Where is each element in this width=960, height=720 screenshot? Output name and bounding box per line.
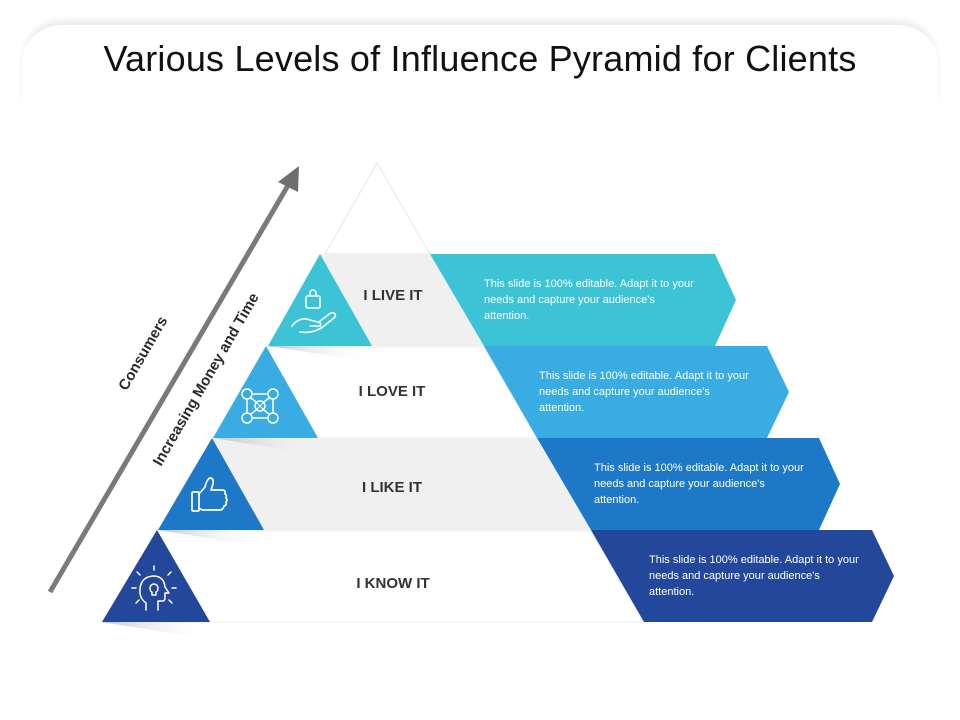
icon-triangle-love	[213, 346, 318, 438]
head-idea-icon	[131, 565, 177, 611]
hand-holding-bag-icon	[291, 289, 337, 334]
desc-arrow-love	[484, 346, 789, 438]
shadow-like	[158, 530, 264, 547]
page-title: Various Levels of Influence Pyramid for …	[103, 38, 857, 79]
level-label-love: I LOVE IT	[358, 383, 426, 400]
pyramid-band-like	[158, 439, 591, 530]
shadow-love	[213, 438, 318, 455]
desc-arrow-live	[430, 254, 736, 346]
level-label-like: I LIKE IT	[362, 479, 422, 496]
level-description-like: This slide is 100% editable. Adapt it to…	[594, 462, 804, 506]
increase-arrow-head	[278, 166, 299, 192]
pyramid-apex	[324, 161, 431, 255]
level-label-know: I KNOW IT	[356, 575, 430, 592]
level-description-know: This slide is 100% editable. Adapt it to…	[649, 554, 859, 598]
icon-triangle-like	[158, 438, 264, 530]
desc-arrow-know	[591, 530, 894, 622]
network-nodes-icon	[241, 388, 279, 424]
title-band	[22, 22, 938, 105]
level-label-live: I LIVE IT	[363, 287, 423, 304]
shadow-live	[268, 346, 372, 362]
desc-arrow-like	[537, 438, 840, 530]
increase-arrow-shaft	[47, 180, 293, 594]
level-description-live: This slide is 100% editable. Adapt it to…	[484, 278, 694, 322]
shadow-know	[102, 622, 210, 639]
thumbs-up-icon	[191, 477, 228, 512]
level-description-love: This slide is 100% editable. Adapt it to…	[539, 370, 749, 414]
